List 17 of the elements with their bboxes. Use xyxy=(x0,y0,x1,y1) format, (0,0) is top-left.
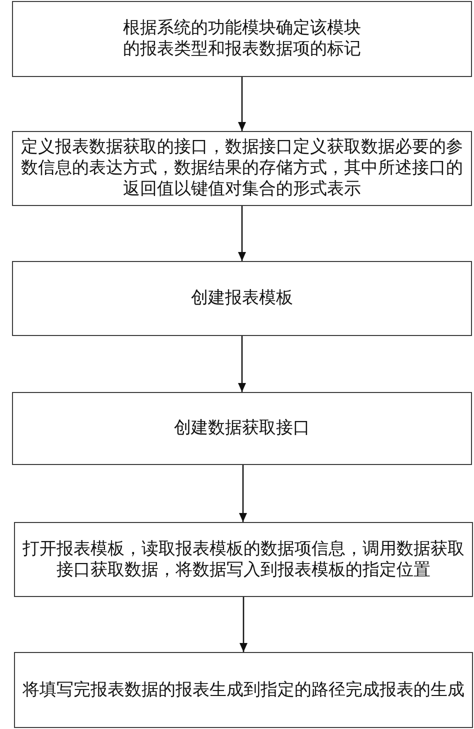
process-box xyxy=(12,392,472,465)
step-text: 打开报表模板，读取报表模板的数据项信息，调用数据获取接口获取数据，将数据写入到报表模板的指定位置 xyxy=(22,538,465,580)
process-box xyxy=(14,652,473,728)
arrow xyxy=(239,465,247,522)
process-box xyxy=(12,131,472,206)
process-box xyxy=(12,1,472,77)
step-text: 创建报表模板 xyxy=(191,288,293,309)
step-text: 将填写完报表数据的报表生成到指定的路径完成报表的生成 xyxy=(22,680,465,700)
step-text: 定义报表数据获取的接口，数据接口定义获取数据必要的参数信息的表达方式，数据结果的存储方式，其中所述接口的返回值以键值对集合的形式表示 xyxy=(20,137,464,200)
step-text: 根据系统的功能模块确定该模块的报表类型和报表数据项的标记 xyxy=(122,18,362,60)
step-text: 创建数据获取接口 xyxy=(174,418,310,439)
process-box xyxy=(12,261,472,336)
arrow xyxy=(238,77,246,131)
arrow xyxy=(238,336,246,392)
arrow xyxy=(240,597,248,652)
arrow xyxy=(238,206,246,261)
process-box xyxy=(14,522,473,597)
